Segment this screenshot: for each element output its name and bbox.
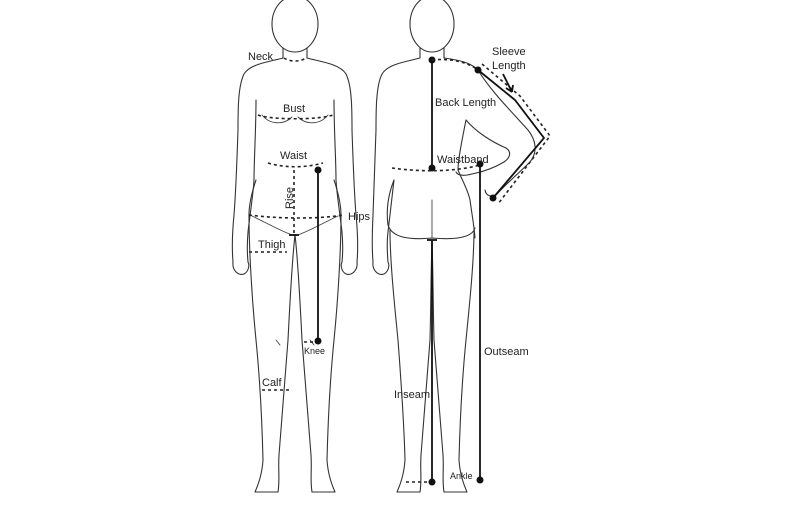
front-hip-outline: [248, 179, 342, 216]
back-torso-right: [457, 119, 476, 239]
front-figure: Neck Bust Waist Rise Hips Thigh Knee Cal…: [231, 0, 371, 493]
label-hips: Hips: [348, 211, 371, 223]
outseam-top-dot: [476, 160, 484, 168]
front-hands: [232, 261, 358, 275]
label-neck: Neck: [248, 51, 274, 63]
sleeve-length-line: [477, 69, 546, 199]
front-neck-outline: [282, 47, 308, 59]
label-length: Length: [492, 60, 526, 72]
label-ankle: Ankle: [450, 471, 473, 481]
waistband-measure-line: [391, 164, 481, 172]
knee-length-end-dot: [314, 337, 322, 345]
label-rise: Rise: [284, 187, 296, 209]
label-bust: Bust: [283, 103, 305, 115]
sleeve-arrow: [502, 73, 514, 93]
label-sleeve: Sleeve: [492, 46, 526, 58]
neck-measure-line: [283, 57, 307, 62]
outseam-bottom-dot: [476, 476, 484, 484]
sleeve-length-dashed: [481, 63, 552, 205]
back-buttocks: [386, 179, 476, 240]
sleeve-start-dot: [474, 66, 482, 74]
back-head: [409, 0, 455, 53]
label-back-length: Back Length: [435, 97, 496, 109]
front-head: [271, 0, 319, 53]
inseam-bottom-dot: [428, 478, 436, 486]
label-outseam: Outseam: [484, 346, 529, 358]
bust-measure-line: [257, 114, 334, 120]
label-thigh: Thigh: [258, 239, 286, 251]
label-inseam: Inseam: [394, 389, 430, 401]
knee-length-start-dot: [314, 166, 322, 174]
back-figure: Sleeve Length Back Length Waistband Outs…: [371, 0, 552, 493]
front-torso-outline: [231, 57, 359, 263]
waist-measure-line: [267, 162, 324, 168]
back-left-arm-outline: [371, 57, 421, 275]
front-legs-outline: [248, 214, 342, 493]
label-waist: Waist: [280, 150, 307, 162]
label-waistband: Waistband: [437, 154, 489, 166]
front-brief-line: [251, 215, 339, 237]
back-neck-outline: [419, 47, 445, 59]
label-calf: Calf: [262, 377, 283, 389]
label-knee: Knee: [304, 346, 325, 356]
hips-measure-line: [248, 214, 344, 219]
back-length-bottom-dot: [428, 164, 436, 172]
sleeve-end-dot: [489, 194, 497, 202]
back-legs-outline: [389, 229, 475, 493]
front-inner-arms: [246, 99, 344, 263]
front-knee-detail: [275, 339, 315, 346]
